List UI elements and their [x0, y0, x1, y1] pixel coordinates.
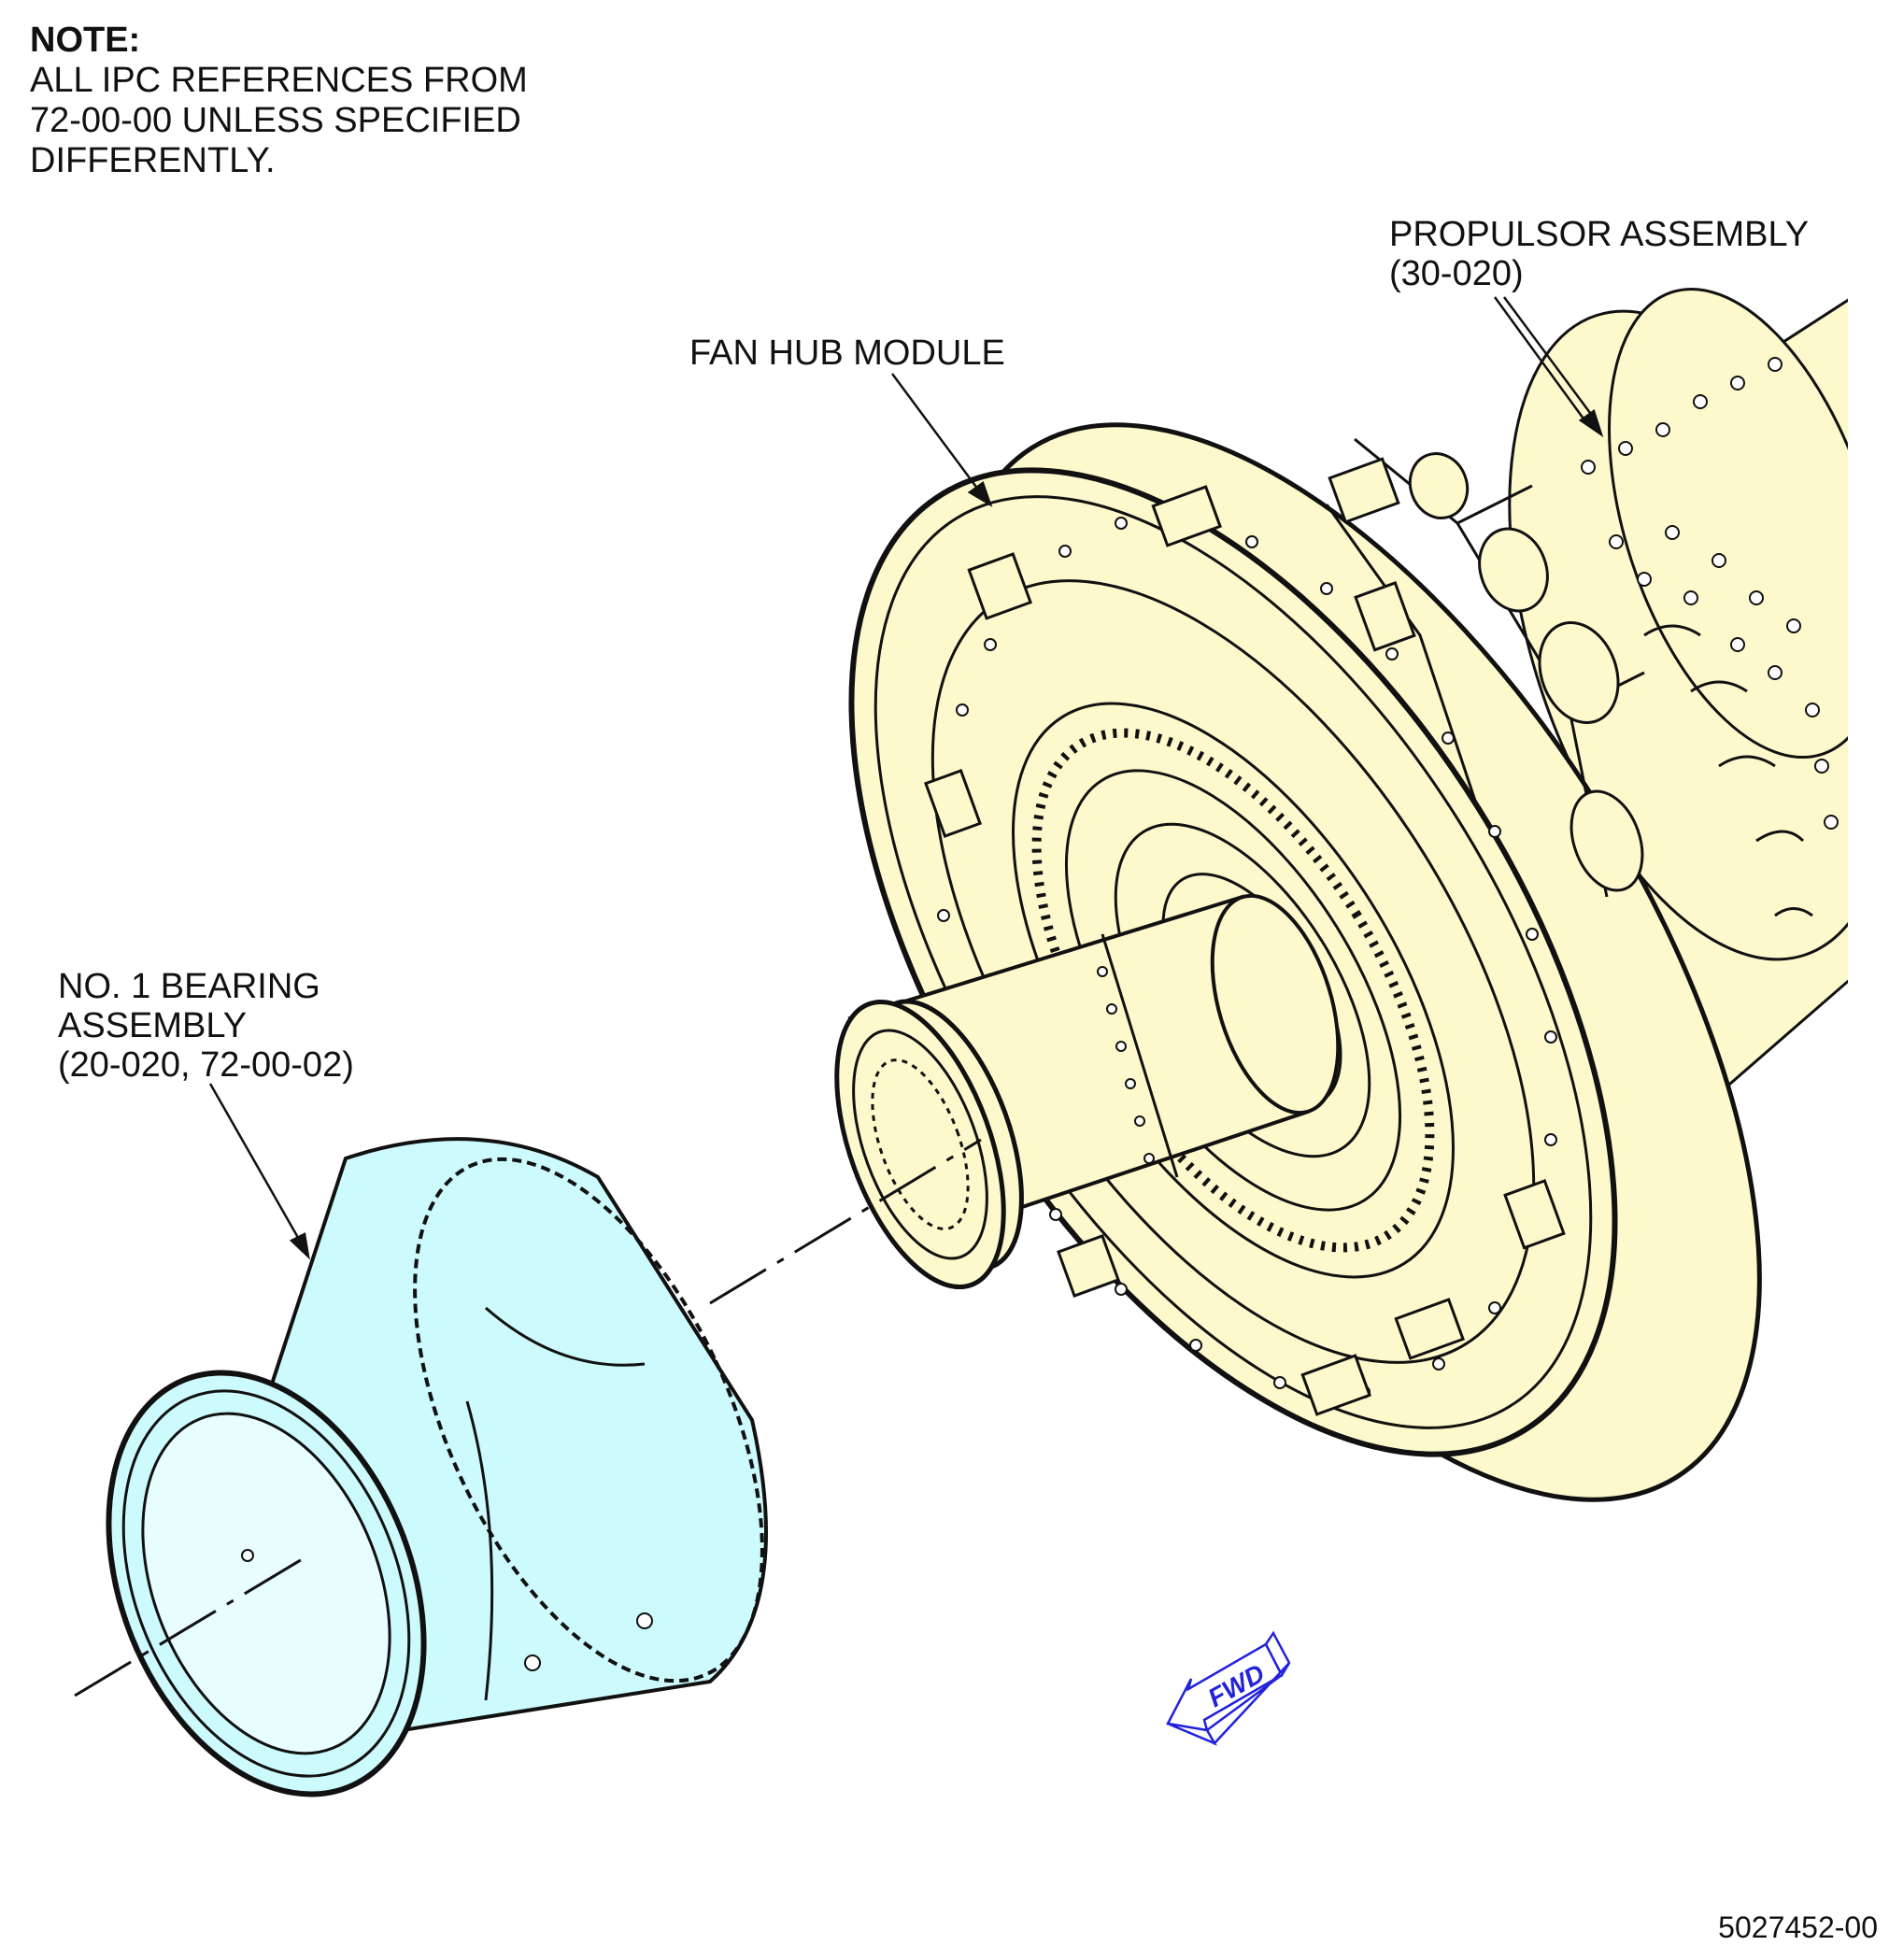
- leader-lines: [208, 296, 1604, 1260]
- bearing-assembly-label: NO. 1 BEARING ASSEMBLY (20-020, 72-00-02…: [58, 967, 354, 1085]
- bearing-label-line-2: ASSEMBLY: [58, 1006, 248, 1045]
- fwd-arrow-icon: FWD: [1166, 1630, 1291, 1746]
- propulsor-label-line-2: (30-020): [1389, 254, 1524, 293]
- fan-hub-label-line-1: FAN HUB MODULE: [689, 334, 1005, 373]
- note-line-1: ALL IPC REFERENCES FROM: [30, 61, 528, 100]
- note-heading: NOTE:: [30, 21, 141, 60]
- drawing-number: 5027452-00: [1718, 1910, 1878, 1944]
- bearing-label-line-3: (20-020, 72-00-02): [58, 1045, 354, 1085]
- fan-hub-module: [834, 422, 1762, 1502]
- centerline: [74, 1138, 982, 1697]
- note-line-2: 72-00-00 UNLESS SPECIFIED: [30, 101, 521, 140]
- fan-hub-module-label: FAN HUB MODULE: [689, 334, 1005, 373]
- note-block: NOTE: ALL IPC REFERENCES FROM 72-00-00 U…: [30, 21, 528, 181]
- bearing-assembly: [106, 1137, 768, 1797]
- note-line-3: DIFFERENTLY.: [30, 141, 276, 180]
- bearing-label-line-1: NO. 1 BEARING: [58, 967, 320, 1006]
- propulsor-assembly-label: PROPULSOR ASSEMBLY (30-020): [1389, 215, 1809, 293]
- propulsor-label-line-1: PROPULSOR ASSEMBLY: [1389, 215, 1810, 254]
